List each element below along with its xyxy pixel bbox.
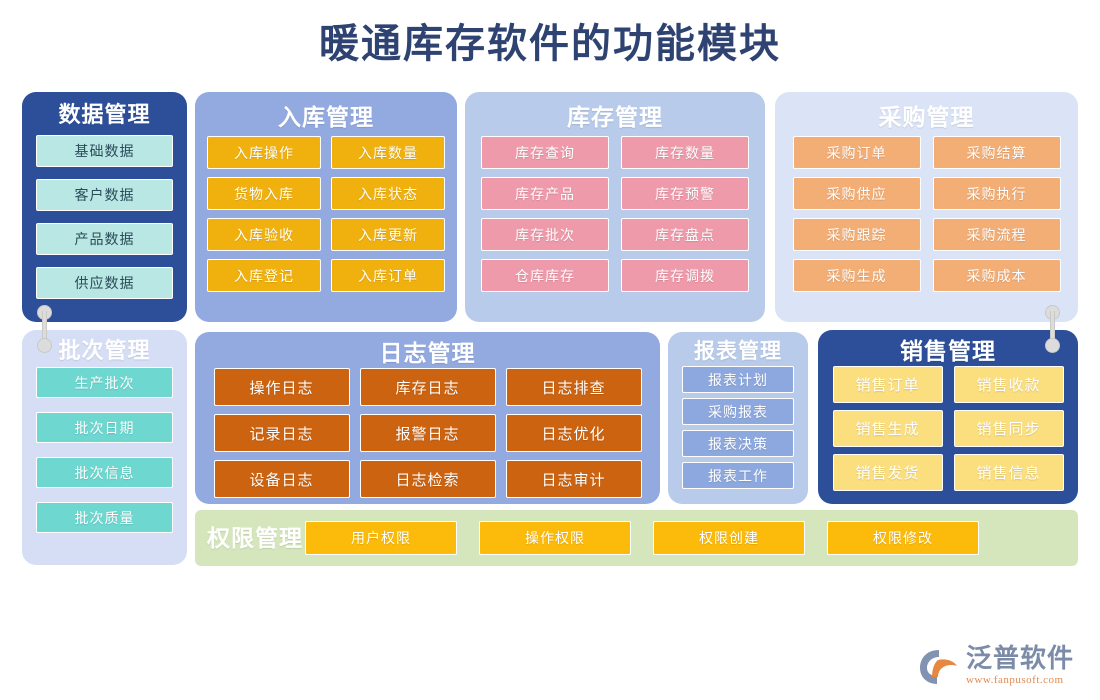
panel-title-data-management: 数据管理 [58, 102, 151, 127]
module-item[interactable]: 库存预警 [621, 177, 749, 211]
module-item[interactable]: 用户权限 [305, 521, 457, 555]
module-item[interactable]: 生产批次 [36, 367, 173, 399]
panel-title-sales-management: 销售管理 [900, 338, 996, 364]
module-item[interactable]: 操作日志 [213, 368, 350, 407]
panel-title-purchase-management: 采购管理 [878, 104, 975, 130]
module-item[interactable]: 供应数据 [36, 267, 173, 300]
module-item[interactable]: 销售信息 [953, 454, 1064, 492]
module-item[interactable]: 日志审计 [505, 460, 642, 499]
module-item[interactable]: 批次质量 [36, 502, 173, 534]
panel-log-management[interactable]: 日志管理 操作日志 库存日志 日志排查 记录日志 报警日志 日志优化 设备日志 … [195, 332, 660, 504]
module-item[interactable]: 采购报表 [682, 398, 794, 426]
module-item[interactable]: 仓库库存 [481, 259, 609, 293]
module-item[interactable]: 采购订单 [792, 136, 921, 170]
brand-url: www.fanpusoft.com [965, 674, 1064, 686]
module-item[interactable]: 货物入库 [207, 177, 321, 211]
module-item[interactable]: 入库更新 [331, 218, 445, 252]
module-item[interactable]: 基础数据 [36, 135, 173, 168]
fanpu-logo-icon [918, 648, 960, 686]
module-item[interactable]: 入库登记 [207, 259, 321, 293]
module-item[interactable]: 批次信息 [36, 457, 173, 489]
module-item[interactable]: 操作权限 [479, 521, 631, 555]
module-item[interactable]: 日志排查 [505, 368, 642, 407]
panel-stock-management[interactable]: 库存管理 库存查询 库存数量 库存产品 库存预警 库存批次 库存盘点 仓库库存 … [465, 92, 765, 322]
module-item[interactable]: 库存批次 [481, 218, 609, 252]
pin-dot-icon [1045, 338, 1060, 353]
module-item[interactable]: 采购成本 [932, 259, 1061, 293]
panel-items-permission-management: 用户权限 操作权限 权限创建 权限修改 [305, 521, 979, 555]
pin-dot-icon [37, 338, 52, 353]
module-item[interactable]: 库存日志 [359, 368, 496, 407]
module-item[interactable]: 销售订单 [832, 366, 943, 404]
module-item[interactable]: 采购供应 [792, 177, 921, 211]
panel-report-management[interactable]: 报表管理 报表计划 采购报表 报表决策 报表工作 [668, 332, 808, 504]
connector-pin-right [1045, 305, 1063, 353]
module-item[interactable]: 入库状态 [331, 177, 445, 211]
pin-bar-icon [1050, 311, 1055, 345]
module-item[interactable]: 库存查询 [481, 136, 609, 170]
panel-items-report-management: 报表计划 采购报表 报表决策 报表工作 [668, 364, 808, 494]
brand-name: 泛普软件 [965, 642, 1074, 673]
module-item[interactable]: 报表决策 [682, 430, 794, 458]
panel-items-inbound-management: 入库操作 入库数量 货物入库 入库状态 入库验收 入库更新 入库登记 入库订单 [195, 130, 457, 293]
panel-items-batch-management: 生产批次 批次日期 批次信息 批次质量 [22, 363, 187, 547]
panel-sales-management[interactable]: 销售管理 销售订单 销售收款 销售生成 销售同步 销售发货 销售信息 [818, 330, 1078, 504]
module-item[interactable]: 入库订单 [331, 259, 445, 293]
panel-items-data-management: 基础数据 客户数据 产品数据 供应数据 [22, 127, 187, 311]
panel-items-purchase-management: 采购订单 采购结算 采购供应 采购执行 采购跟踪 采购流程 采购生成 采购成本 [775, 130, 1078, 293]
module-item[interactable]: 入库操作 [207, 136, 321, 170]
panel-items-stock-management: 库存查询 库存数量 库存产品 库存预警 库存批次 库存盘点 仓库库存 库存调拨 [465, 130, 765, 293]
module-item[interactable]: 采购跟踪 [792, 218, 921, 252]
module-item[interactable]: 库存数量 [621, 136, 749, 170]
module-item[interactable]: 库存盘点 [621, 218, 749, 252]
brand-wordmark: 泛普软件 www.fanpusoft.com [965, 642, 1074, 686]
module-item[interactable]: 采购执行 [932, 177, 1061, 211]
module-item[interactable]: 库存产品 [481, 177, 609, 211]
panel-inbound-management[interactable]: 入库管理 入库操作 入库数量 货物入库 入库状态 入库验收 入库更新 入库登记 … [195, 92, 457, 322]
module-item[interactable]: 报表计划 [682, 366, 794, 394]
module-item[interactable]: 报警日志 [359, 414, 496, 453]
panel-items-log-management: 操作日志 库存日志 日志排查 记录日志 报警日志 日志优化 设备日志 日志检索 … [195, 366, 660, 499]
panel-permission-management[interactable]: 权限管理 用户权限 操作权限 权限创建 权限修改 [195, 510, 1078, 566]
panel-title-stock-management: 库存管理 [567, 104, 663, 130]
module-item[interactable]: 采购流程 [932, 218, 1061, 252]
module-item[interactable]: 入库数量 [331, 136, 445, 170]
module-item[interactable]: 日志优化 [505, 414, 642, 453]
module-item[interactable]: 设备日志 [213, 460, 350, 499]
panel-items-sales-management: 销售订单 销售收款 销售生成 销售同步 销售发货 销售信息 [818, 364, 1078, 492]
panel-title-log-management: 日志管理 [379, 340, 476, 366]
panel-title-inbound-management: 入库管理 [278, 104, 374, 130]
panel-data-management[interactable]: 数据管理 基础数据 客户数据 产品数据 供应数据 [22, 92, 187, 322]
module-item[interactable]: 产品数据 [36, 223, 173, 256]
module-item[interactable]: 库存调拨 [621, 259, 749, 293]
panel-title-batch-management: 批次管理 [58, 338, 151, 363]
panel-batch-management[interactable]: 批次管理 生产批次 批次日期 批次信息 批次质量 [22, 330, 187, 565]
module-item[interactable]: 采购结算 [932, 136, 1061, 170]
module-item[interactable]: 销售生成 [832, 410, 943, 448]
module-item[interactable]: 采购生成 [792, 259, 921, 293]
module-item[interactable]: 记录日志 [213, 414, 350, 453]
module-item[interactable]: 销售同步 [953, 410, 1064, 448]
panel-title-report-management: 报表管理 [694, 340, 782, 363]
page-title: 暖通库存软件的功能模块 [319, 21, 781, 66]
module-item[interactable]: 权限创建 [653, 521, 805, 555]
module-item[interactable]: 入库验收 [207, 218, 321, 252]
brand-logo: 泛普软件 www.fanpusoft.com [918, 642, 1074, 686]
module-item[interactable]: 销售收款 [953, 366, 1064, 404]
module-item[interactable]: 权限修改 [827, 521, 979, 555]
module-item[interactable]: 报表工作 [682, 462, 794, 490]
panel-purchase-management[interactable]: 采购管理 采购订单 采购结算 采购供应 采购执行 采购跟踪 采购流程 采购生成 … [775, 92, 1078, 322]
panel-title-permission-management: 权限管理 [207, 524, 303, 551]
module-item[interactable]: 销售发货 [832, 454, 943, 492]
module-item[interactable]: 客户数据 [36, 179, 173, 212]
module-item[interactable]: 批次日期 [36, 412, 173, 444]
connector-pin-left [37, 305, 55, 353]
pin-bar-icon [42, 311, 47, 345]
module-item[interactable]: 日志检索 [359, 460, 496, 499]
